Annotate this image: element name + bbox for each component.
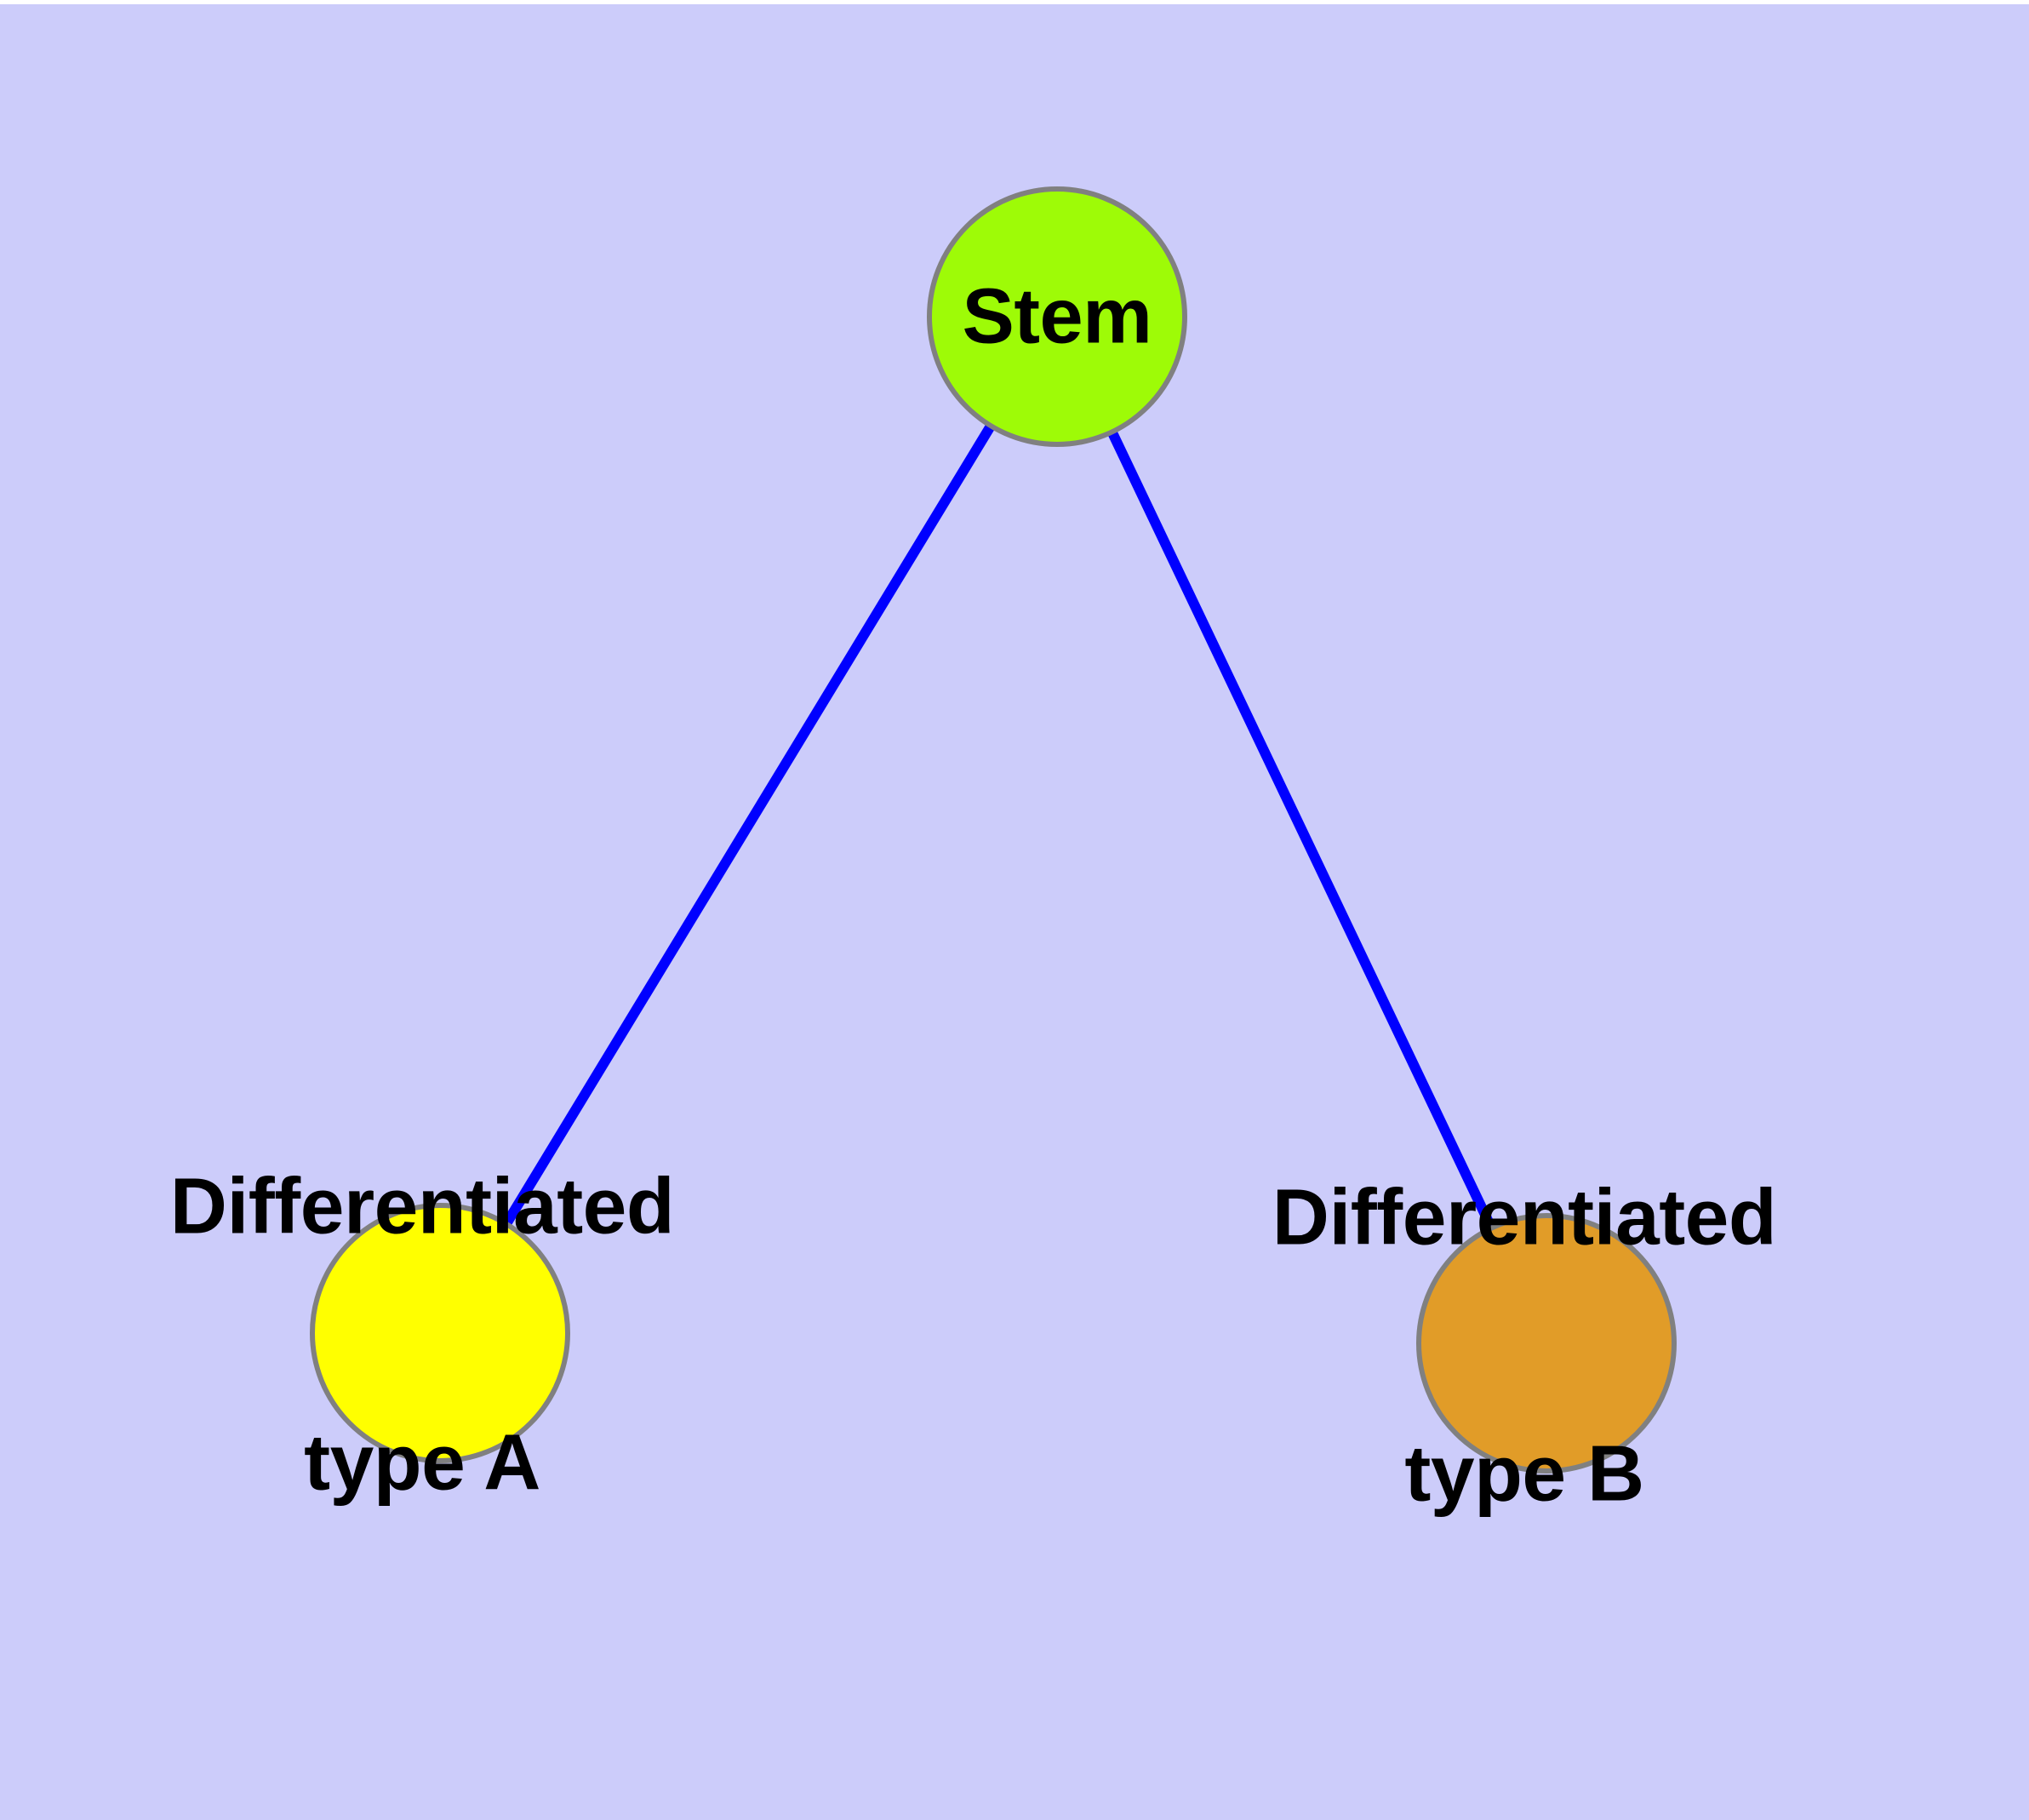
edge-stem-to-differentiated-b — [1052, 314, 1552, 1346]
edge-stem-to-differentiated-a — [435, 313, 1062, 1336]
node-differentiated-type-b[interactable] — [1416, 1213, 1677, 1474]
node-stem[interactable] — [927, 186, 1187, 447]
node-differentiated-type-a[interactable] — [310, 1203, 570, 1463]
node-layer — [310, 186, 1677, 1474]
edge-layer — [435, 313, 1552, 1346]
